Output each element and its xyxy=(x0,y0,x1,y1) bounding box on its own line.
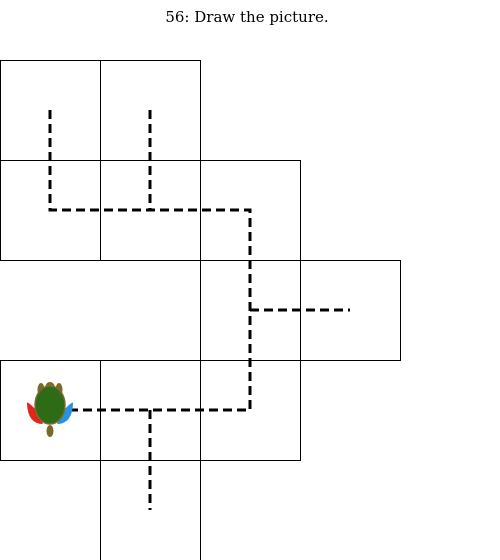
grid-cell xyxy=(100,460,201,560)
puzzle-title: 56: Draw the picture. xyxy=(165,8,329,26)
turtle-icon[interactable] xyxy=(26,382,74,437)
dashed-paths xyxy=(48,110,350,510)
turtle-tail xyxy=(46,425,54,437)
turtle-shell xyxy=(34,385,66,425)
grid-cell xyxy=(300,260,401,361)
dashed-path xyxy=(48,110,252,412)
